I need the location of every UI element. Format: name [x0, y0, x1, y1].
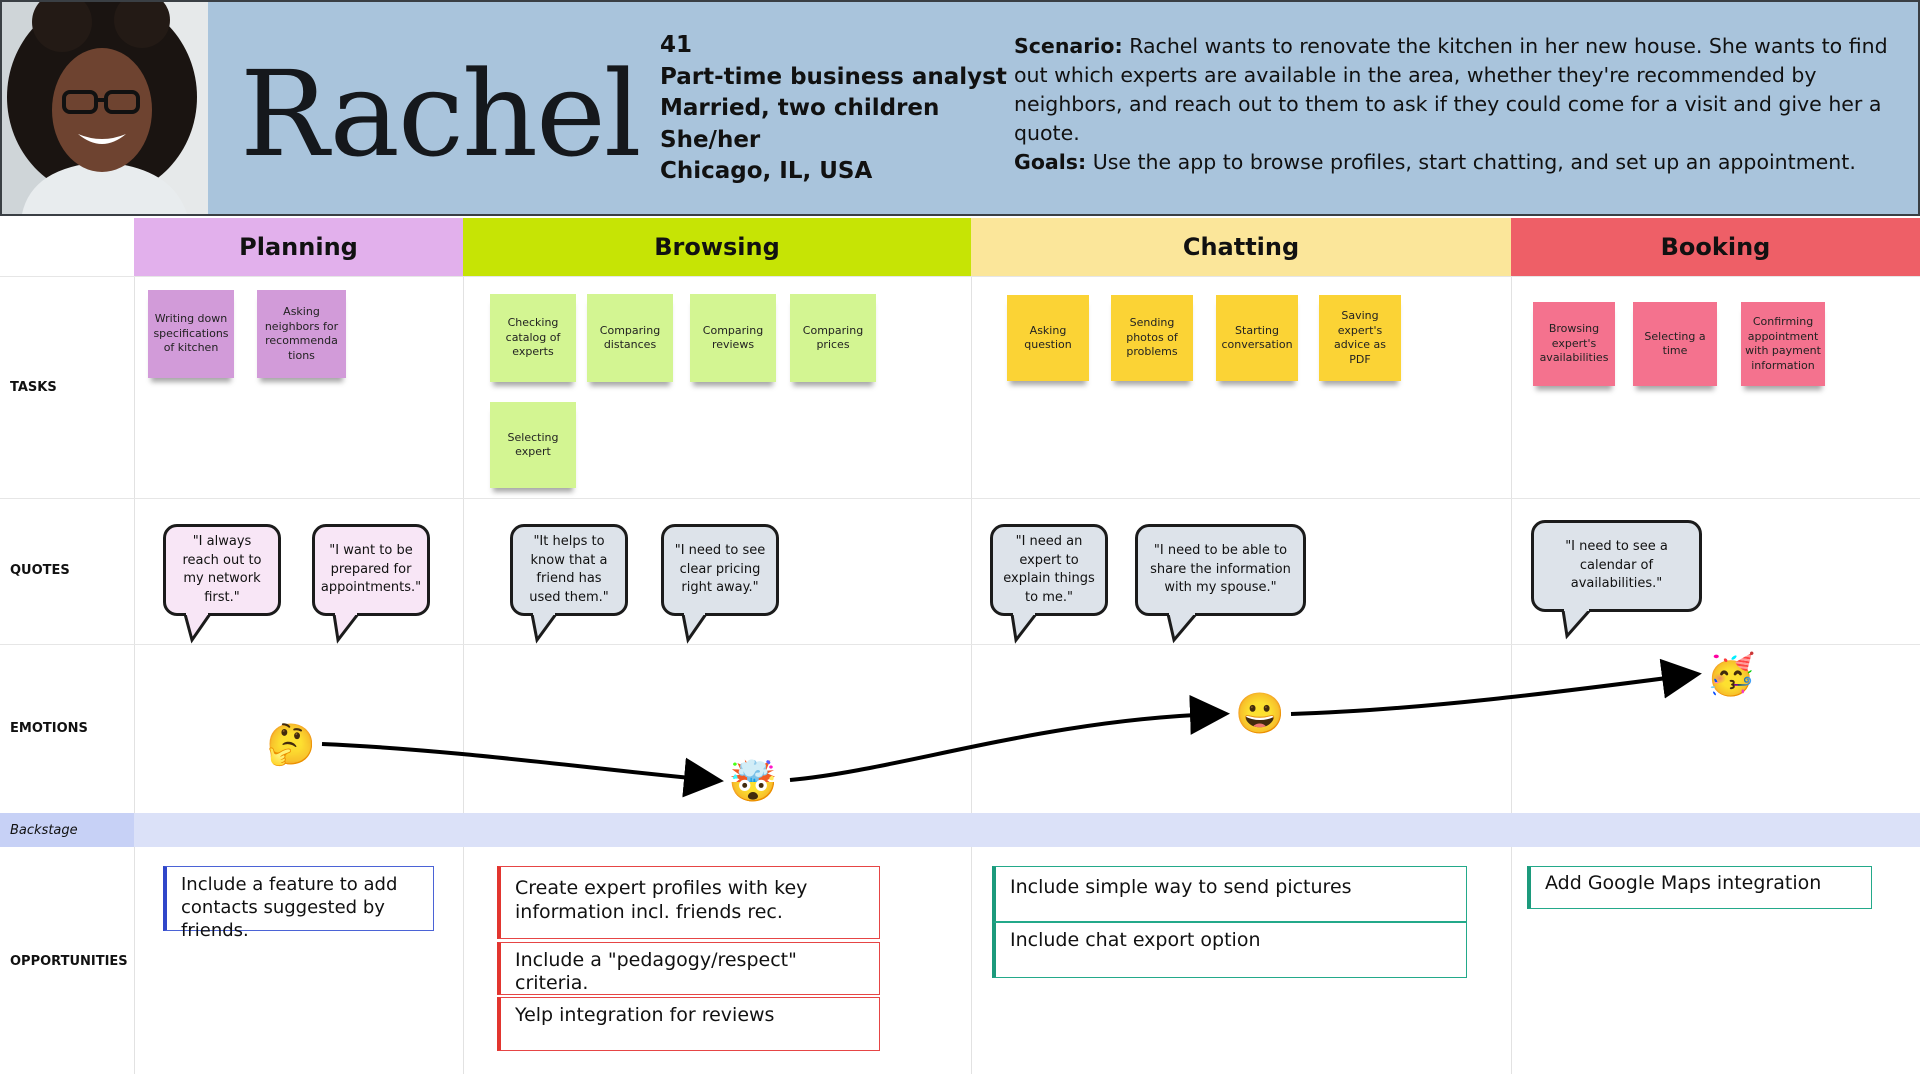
goals-text: Use the app to browse profiles, start ch… — [1086, 150, 1856, 174]
task-sticky[interactable]: Selecting expert — [490, 402, 576, 488]
opportunity-card[interactable]: Include a "pedagogy/respect" criteria. — [497, 942, 880, 995]
persona-facts: 41 Part-time business analyst Married, t… — [660, 30, 1007, 188]
persona-age: 41 — [660, 32, 693, 58]
row-label-tasks: TASKS — [10, 380, 57, 395]
opportunity-card[interactable]: Add Google Maps integration — [1527, 866, 1872, 909]
scenario-label: Scenario: — [1014, 34, 1123, 58]
backstage-label: Backstage — [0, 813, 134, 847]
grid-divider — [1511, 218, 1512, 1074]
phase-planning: Planning — [134, 218, 463, 276]
persona-name: Rachel — [240, 45, 642, 183]
grinning-face-icon: 😀 — [1235, 692, 1285, 736]
exploding-head-icon: 🤯 — [728, 760, 778, 804]
quote-tail-group-blue — [530, 609, 1592, 644]
persona-family: Married, two children — [660, 95, 940, 121]
persona-photo — [2, 2, 208, 214]
emotion-arrow — [1290, 658, 1702, 716]
quote-bubble: "I always reach out to my network first.… — [163, 524, 281, 616]
grid-divider — [971, 218, 972, 1074]
task-sticky[interactable]: Sending photos of problems — [1111, 295, 1193, 381]
quote-tails — [183, 607, 1592, 644]
grid-divider — [0, 276, 1920, 277]
quote-tail-group-pink — [183, 613, 360, 644]
emotion-curve — [321, 658, 1702, 798]
task-sticky[interactable]: Writing down specifications of kitchen — [148, 290, 234, 378]
partying-face-icon: 🥳 — [1706, 653, 1756, 697]
quote-bubble: "I need an expert to explain things to m… — [990, 524, 1108, 616]
task-sticky[interactable]: Saving expert's advice as PDF — [1319, 295, 1401, 381]
quote-tail-cover-pink — [186, 611, 357, 615]
persona-pronouns: She/her — [660, 126, 761, 153]
emotion-arrow — [789, 694, 1230, 782]
task-sticky[interactable]: Selecting a time — [1633, 302, 1717, 386]
goals-label: Goals: — [1014, 150, 1087, 174]
phase-booking: Booking — [1511, 218, 1920, 276]
scenario-text: Rachel wants to renovate the kitchen in … — [1014, 34, 1888, 145]
quote-tail-cover-blue — [533, 607, 1589, 615]
task-sticky[interactable]: Browsing expert's availabilities — [1533, 302, 1615, 386]
grid-divider — [0, 498, 1920, 499]
phase-chatting: Chatting — [971, 218, 1511, 276]
grid-divider — [0, 644, 1920, 645]
quote-bubble: "I need to see clear pricing right away.… — [661, 524, 779, 616]
row-label-emotions: EMOTIONS — [10, 721, 88, 736]
task-sticky[interactable]: Comparing distances — [587, 294, 673, 382]
task-sticky[interactable]: Checking catalog of experts — [490, 294, 576, 382]
quote-bubble: "I want to be prepared for appointments.… — [312, 524, 430, 616]
persona-location: Chicago, IL, USA — [660, 158, 873, 184]
thinking-face-icon: 🤔 — [266, 723, 316, 767]
quote-bubble: "It helps to know that a friend has used… — [510, 524, 628, 616]
task-sticky[interactable]: Confirming appointment with payment info… — [1741, 302, 1825, 386]
opportunity-card[interactable]: Include a feature to add contacts sugges… — [163, 866, 434, 941]
emotion-arrow — [321, 742, 724, 798]
row-label-quotes: QUOTES — [10, 563, 70, 578]
opportunity-card[interactable]: Include chat export option — [992, 922, 1467, 978]
backstage-band — [0, 813, 1920, 847]
persona-scenario: Scenario: Rachel wants to renovate the k… — [1014, 32, 1894, 148]
row-label-opportunities: OPPORTUNITIES — [10, 954, 128, 969]
opportunity-card[interactable]: Include simple way to send pictures — [992, 866, 1467, 922]
opportunity-card[interactable]: Yelp integration for reviews — [497, 997, 880, 1051]
phase-browsing: Browsing — [463, 218, 971, 276]
task-sticky[interactable]: Starting conversation — [1216, 295, 1298, 381]
task-sticky[interactable]: Asking neighbors for recommenda tions — [257, 290, 346, 378]
task-sticky[interactable]: Comparing reviews — [690, 294, 776, 382]
persona-occupation: Part-time business analyst — [660, 63, 1007, 90]
opportunity-card[interactable]: Create expert profiles with key informat… — [497, 866, 880, 939]
persona-goals: Goals: Use the app to browse profiles, s… — [1014, 148, 1894, 177]
quote-bubble: "I need to see a calendar of availabilit… — [1531, 520, 1702, 612]
persona-header — [0, 0, 1920, 216]
grid-divider — [463, 218, 464, 1074]
persona-avatar-icon — [2, 2, 208, 214]
task-sticky[interactable]: Comparing prices — [790, 294, 876, 382]
quote-bubble: "I need to be able to share the informat… — [1135, 524, 1306, 616]
task-sticky[interactable]: Asking question — [1007, 295, 1089, 381]
grid-divider — [134, 218, 135, 1074]
